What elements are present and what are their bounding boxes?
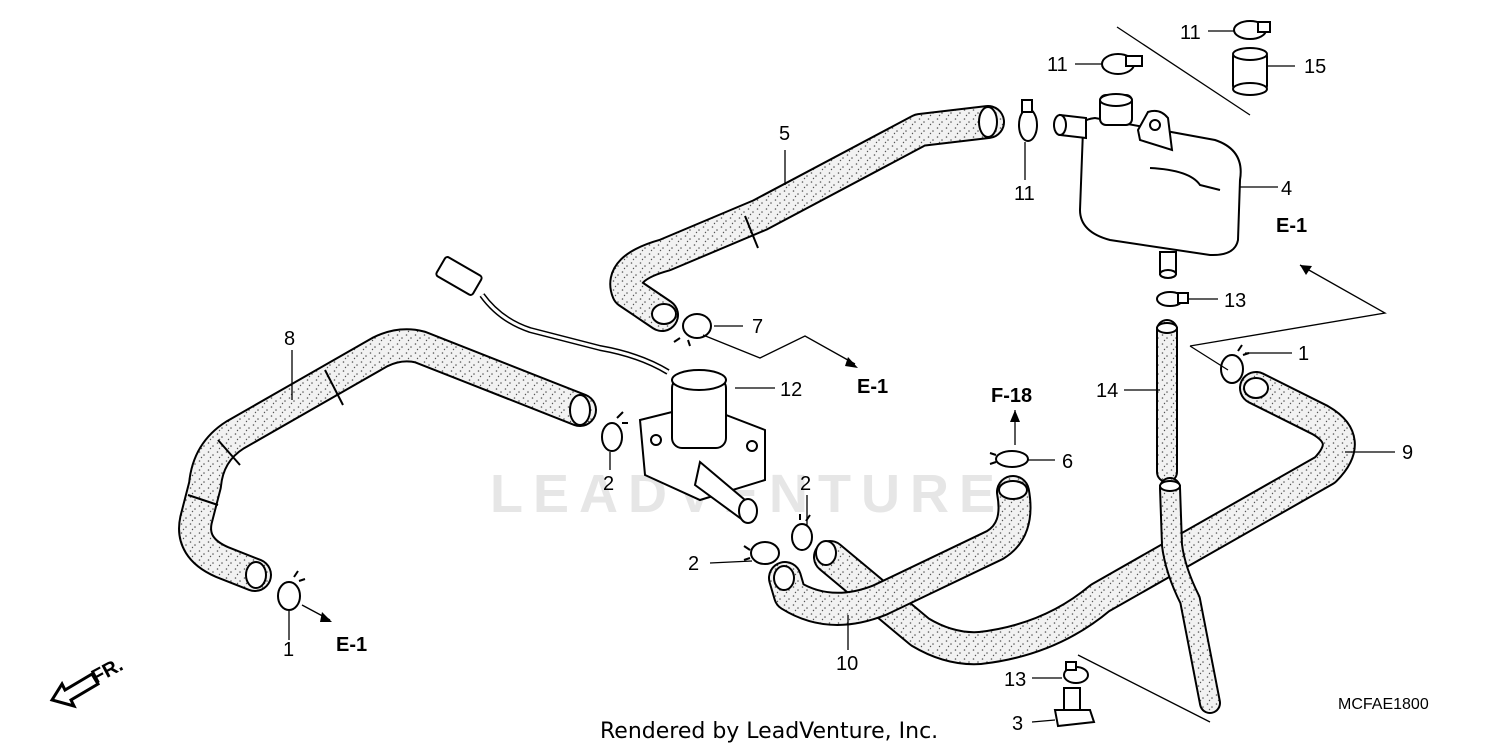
callout-11: 11 <box>1180 22 1201 44</box>
clip-1-left <box>277 570 306 611</box>
callout-9: 9 <box>1402 442 1413 464</box>
diagram-code: MCFAE1800 <box>1338 696 1429 713</box>
front-direction-arrow: FR. <box>49 654 127 709</box>
hose-9 <box>813 371 1356 666</box>
callout-14: 14 <box>1096 380 1118 402</box>
callout-6: 6 <box>1062 451 1073 473</box>
clip-6 <box>989 450 1029 468</box>
callout-7: 7 <box>752 316 763 338</box>
clamp-13-upper <box>1156 291 1189 307</box>
clip-1-right <box>1220 344 1250 384</box>
hose-10 <box>768 475 1032 626</box>
clip-2-b <box>791 514 813 551</box>
clamp-11-left <box>1018 99 1038 142</box>
callout-13: 13 <box>1224 290 1246 312</box>
callout-8: 8 <box>284 328 295 350</box>
wire-harness <box>435 256 670 375</box>
clamp-13-lower <box>1063 661 1089 684</box>
callout-labels: 11 11 15 11 4 5 7 8 12 2 2 2 6 13 14 1 9… <box>283 22 1413 735</box>
fitting-3 <box>1053 687 1096 728</box>
reference-labels: E-1 E-1 E-1 F-18 <box>336 215 1307 656</box>
clamp-11-top <box>1233 20 1271 40</box>
callout-2: 2 <box>603 473 614 495</box>
hose-8 <box>178 328 597 592</box>
callout-15: 15 <box>1304 56 1326 78</box>
clip-2-c <box>743 541 780 565</box>
callout-2: 2 <box>800 473 811 495</box>
ref-e1-left: E-1 <box>336 634 367 656</box>
render-credit: Rendered by LeadVenture, Inc. <box>600 719 938 744</box>
ref-e1-center: E-1 <box>857 376 888 398</box>
callout-5: 5 <box>779 123 790 145</box>
reservoir-tank <box>1053 93 1242 279</box>
callout-3: 3 <box>1012 713 1023 735</box>
filter-15 <box>1232 47 1268 96</box>
callout-1: 1 <box>283 639 294 661</box>
callout-1: 1 <box>1298 343 1309 365</box>
clip-7 <box>673 313 712 347</box>
callout-2: 2 <box>688 553 699 575</box>
hose-14 <box>1156 319 1221 714</box>
ref-e1-right: E-1 <box>1276 215 1307 237</box>
valve-12 <box>638 369 766 524</box>
ref-f18: F-18 <box>991 385 1032 407</box>
callout-12: 12 <box>780 379 802 401</box>
callout-11: 11 <box>1014 183 1035 205</box>
callout-11: 11 <box>1047 54 1068 76</box>
arrowheads <box>320 265 1312 622</box>
callout-10: 10 <box>836 653 858 675</box>
callout-4: 4 <box>1281 178 1292 200</box>
leader-lines <box>288 26 1395 723</box>
clamp-11-mid <box>1101 53 1143 75</box>
callout-13: 13 <box>1004 669 1026 691</box>
hose-5 <box>609 105 1005 332</box>
clip-2-a <box>601 411 628 452</box>
